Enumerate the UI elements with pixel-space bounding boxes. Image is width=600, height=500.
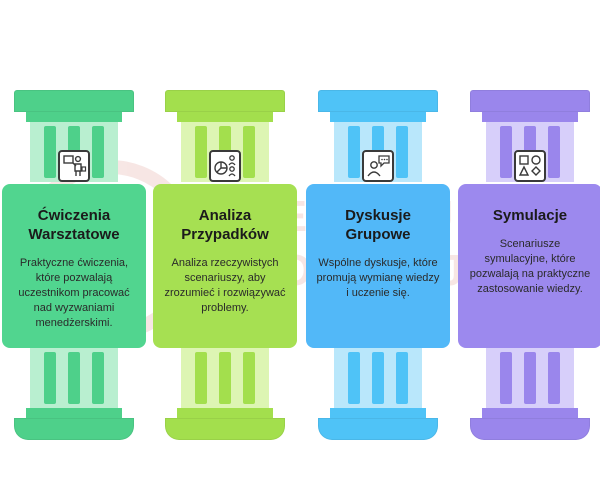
pillar-capital xyxy=(470,90,590,112)
pillar-shaft-upper xyxy=(334,122,422,182)
group-discussion-icon xyxy=(362,150,394,182)
pillar-card: Analiza Przypadków Analiza rzeczywistych… xyxy=(153,184,297,348)
simulation-shapes-icon xyxy=(514,150,546,182)
pillar-ledge xyxy=(26,112,122,122)
case-analysis-chart-icon xyxy=(209,150,241,182)
pillar-ledge xyxy=(330,408,426,418)
pillar-base xyxy=(470,418,590,440)
pillar-title: Dyskusje Grupowe xyxy=(345,207,411,243)
pillar-ledge xyxy=(482,112,578,122)
pillar-description: Scenariusze symulacyjne, które pozwalają… xyxy=(469,238,591,295)
pillar-shaft-lower xyxy=(30,348,118,408)
pillar-simulations: Symulacje Scenariusze symulacyjne, które… xyxy=(458,90,600,440)
pillar-base xyxy=(165,418,285,440)
pillar-workshops: Ćwiczenia Warsztatowe Praktyczne ćwiczen… xyxy=(2,90,146,440)
pillar-group-discussions: Dyskusje Grupowe Wspólne dyskusje, które… xyxy=(306,90,450,440)
pillar-ledge xyxy=(330,112,426,122)
pillar-card: Ćwiczenia Warsztatowe Praktyczne ćwiczen… xyxy=(2,184,146,348)
pillar-card: Dyskusje Grupowe Wspólne dyskusje, które… xyxy=(306,184,450,348)
pillar-base xyxy=(14,418,134,440)
pillar-title: Analiza Przypadków xyxy=(181,207,269,243)
pillar-description: Praktyczne ćwiczenia, które pozwalają uc… xyxy=(18,257,130,329)
pillar-capital xyxy=(318,90,438,112)
pillar-capital xyxy=(165,90,285,112)
pillar-description: Analiza rzeczywistych scenariuszy, aby z… xyxy=(164,257,286,314)
pillar-shaft-lower xyxy=(181,348,269,408)
pillar-base xyxy=(318,418,438,440)
pillar-case-analysis: Analiza Przypadków Analiza rzeczywistych… xyxy=(153,90,297,440)
pillar-ledge xyxy=(26,408,122,418)
pillar-card: Symulacje Scenariusze symulacyjne, które… xyxy=(458,184,600,348)
pillar-shaft-lower xyxy=(334,348,422,408)
pillar-description: Wspólne dyskusje, które promują wymianę … xyxy=(316,257,440,299)
pillar-title: Symulacje xyxy=(492,207,568,224)
pillar-capital xyxy=(14,90,134,112)
pillar-ledge xyxy=(482,408,578,418)
pillar-title: Ćwiczenia Warsztatowe xyxy=(28,207,120,243)
pillar-shaft-lower xyxy=(486,348,574,408)
pillar-ledge xyxy=(177,112,273,122)
pillar-ledge xyxy=(177,408,273,418)
workshop-presentation-icon xyxy=(58,150,90,182)
